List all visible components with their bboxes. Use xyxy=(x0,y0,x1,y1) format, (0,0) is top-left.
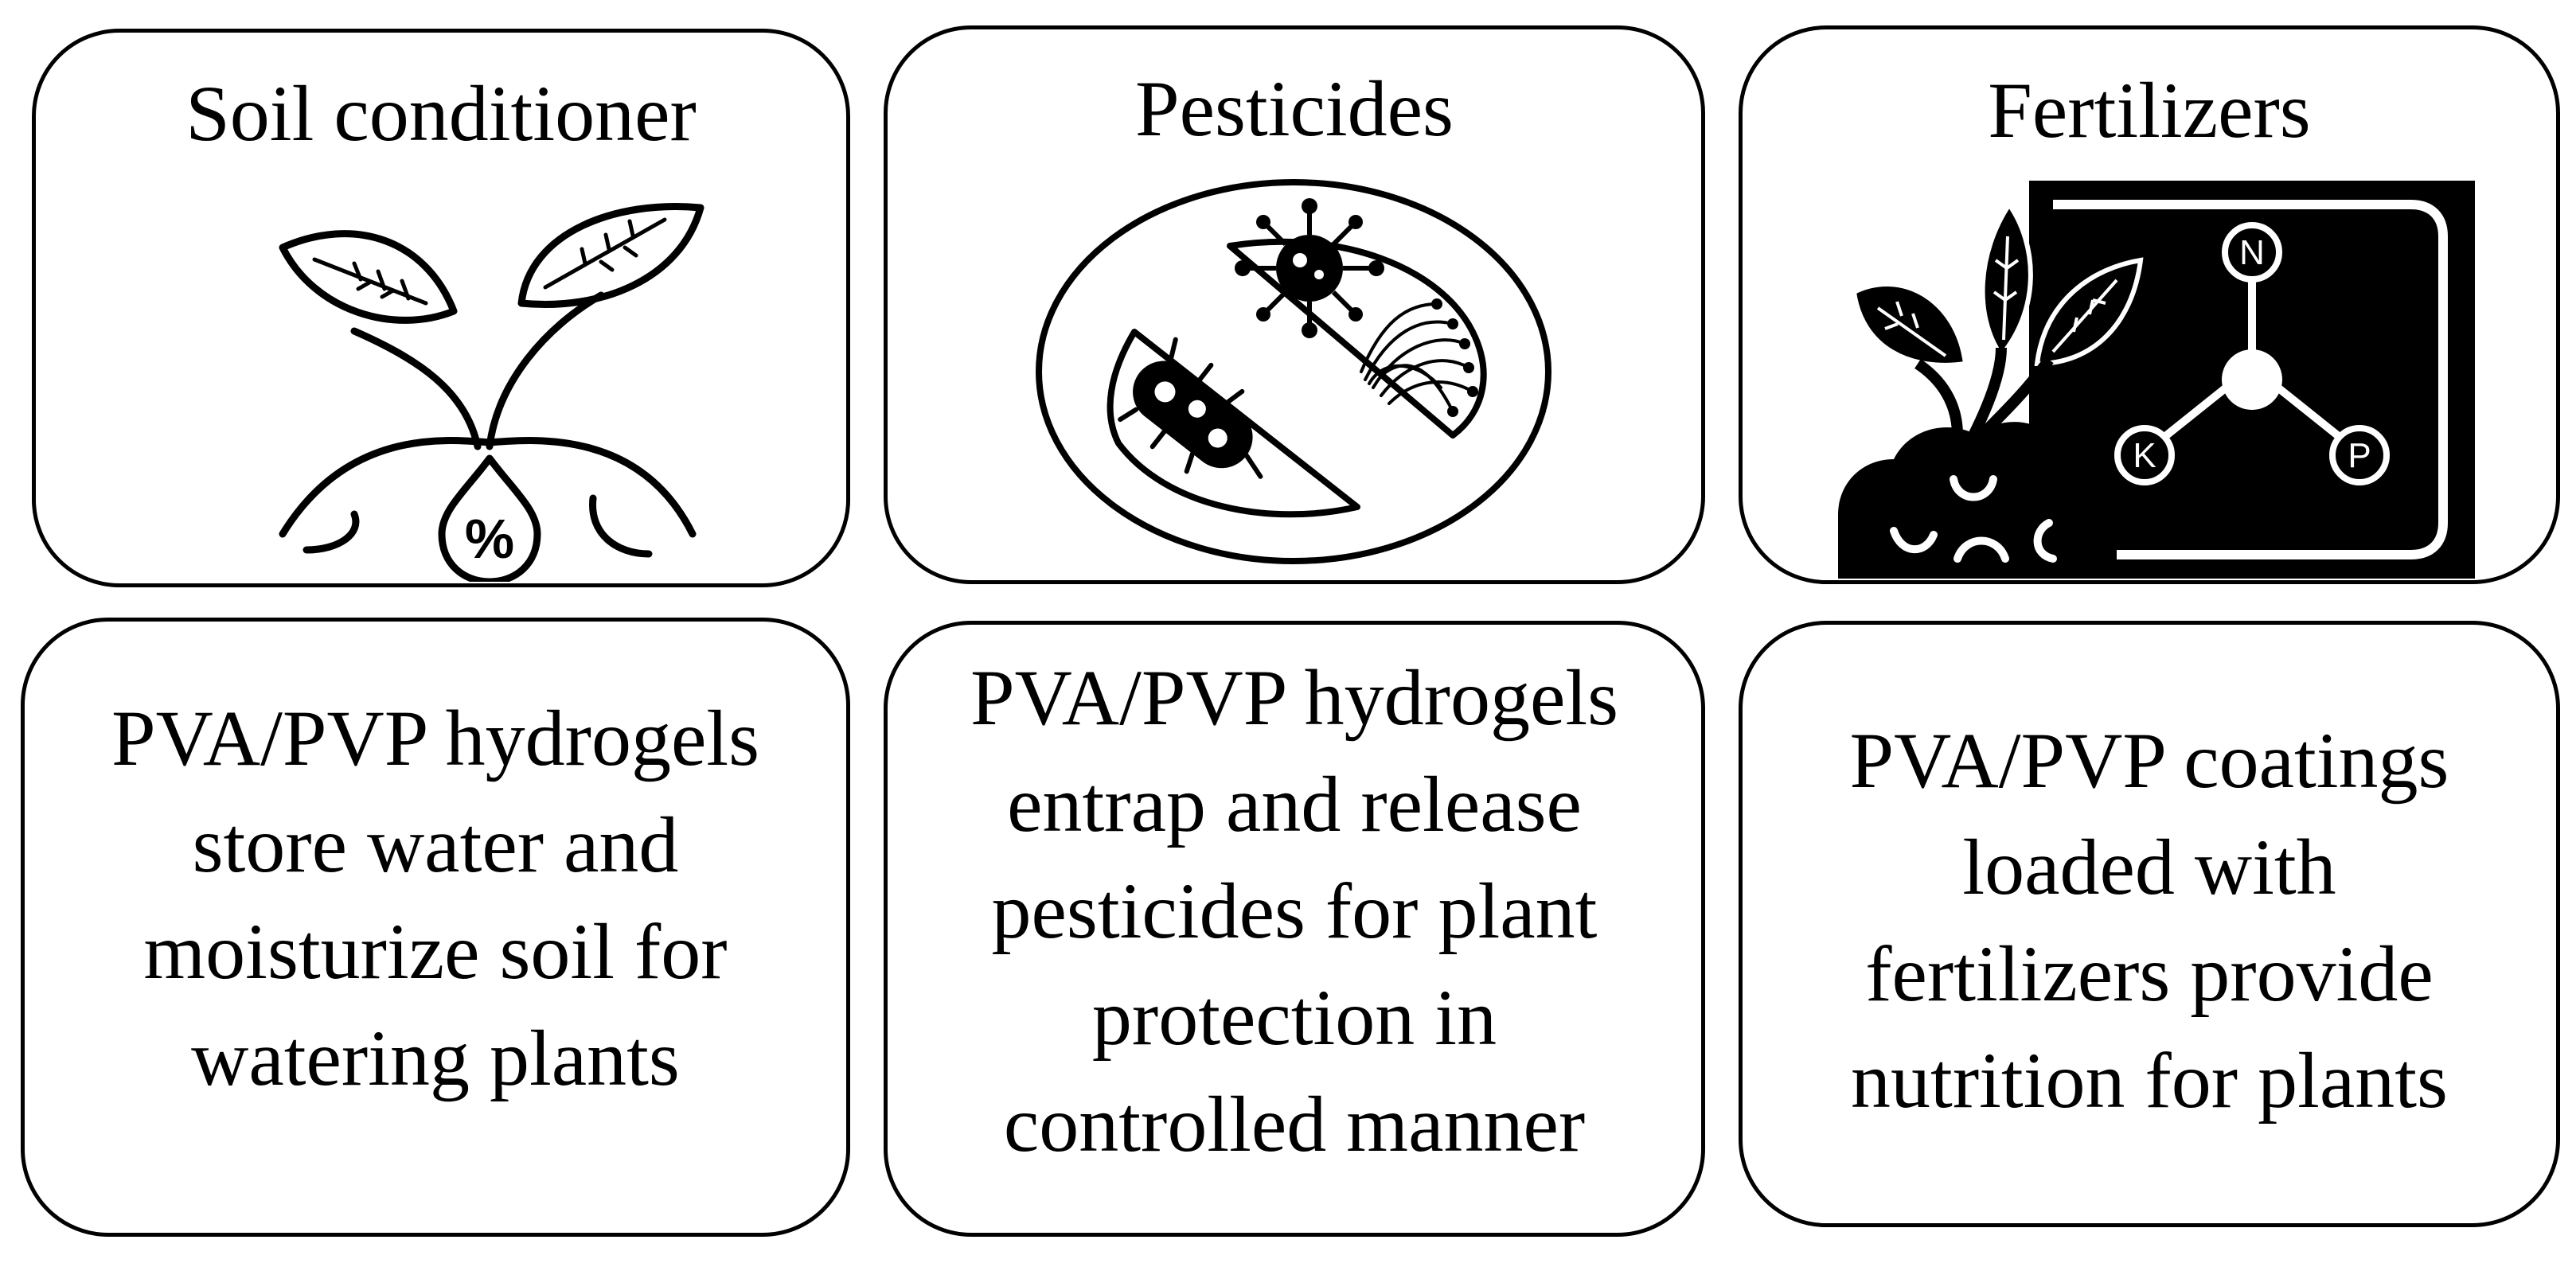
fertilizers-panel: Fertilizers N K P xyxy=(1739,25,2560,584)
description-text: PVA/PVP coatings loaded with fertilizers… xyxy=(1743,708,2556,1134)
description-line: protection in xyxy=(1091,973,1497,1062)
panel-title: Soil conditioner xyxy=(185,69,697,158)
description-line: PVA/PVP hydrogels xyxy=(970,653,1619,742)
pesticides-panel: Pesticides xyxy=(884,25,1705,584)
plant-npk-icon: N K P xyxy=(1838,181,2475,579)
description-line: entrap and release xyxy=(1007,760,1582,848)
description-text: PVA/PVP hydrogels entrap and release pes… xyxy=(888,645,1701,1178)
phosphorus-label: P xyxy=(2348,436,2371,475)
potassium-label: K xyxy=(2133,436,2156,475)
description-line: watering plants xyxy=(191,1014,680,1102)
pesticides-description-panel: PVA/PVP hydrogels entrap and release pes… xyxy=(884,621,1705,1237)
description-line: pesticides for plant xyxy=(991,867,1598,955)
description-line: PVA/PVP hydrogels xyxy=(111,694,760,782)
description-text: PVA/PVP hydrogels store water and moistu… xyxy=(25,685,846,1112)
description-line: controlled manner xyxy=(1003,1080,1586,1168)
description-line: PVA/PVP coatings xyxy=(1849,716,2449,805)
drop-symbol: % xyxy=(465,508,514,570)
soil-conditioner-description-panel: PVA/PVP hydrogels store water and moistu… xyxy=(21,618,850,1237)
no-pests-icon xyxy=(1036,179,1551,564)
nitrogen-label: N xyxy=(2239,233,2265,272)
fertilizers-description-panel: PVA/PVP coatings loaded with fertilizers… xyxy=(1739,621,2560,1227)
description-line: fertilizers provide xyxy=(1865,930,2434,1018)
panel-title: Fertilizers xyxy=(1988,66,2311,154)
soil-conditioner-panel: Soil conditioner % xyxy=(32,29,850,587)
description-line: store water and xyxy=(192,801,679,889)
plant-water-drop-icon: % xyxy=(279,203,704,582)
description-line: loaded with xyxy=(1962,823,2336,911)
panel-title: Pesticides xyxy=(1135,64,1454,153)
description-line: moisturize soil for xyxy=(143,907,728,996)
description-line: nutrition for plants xyxy=(1851,1036,2448,1125)
